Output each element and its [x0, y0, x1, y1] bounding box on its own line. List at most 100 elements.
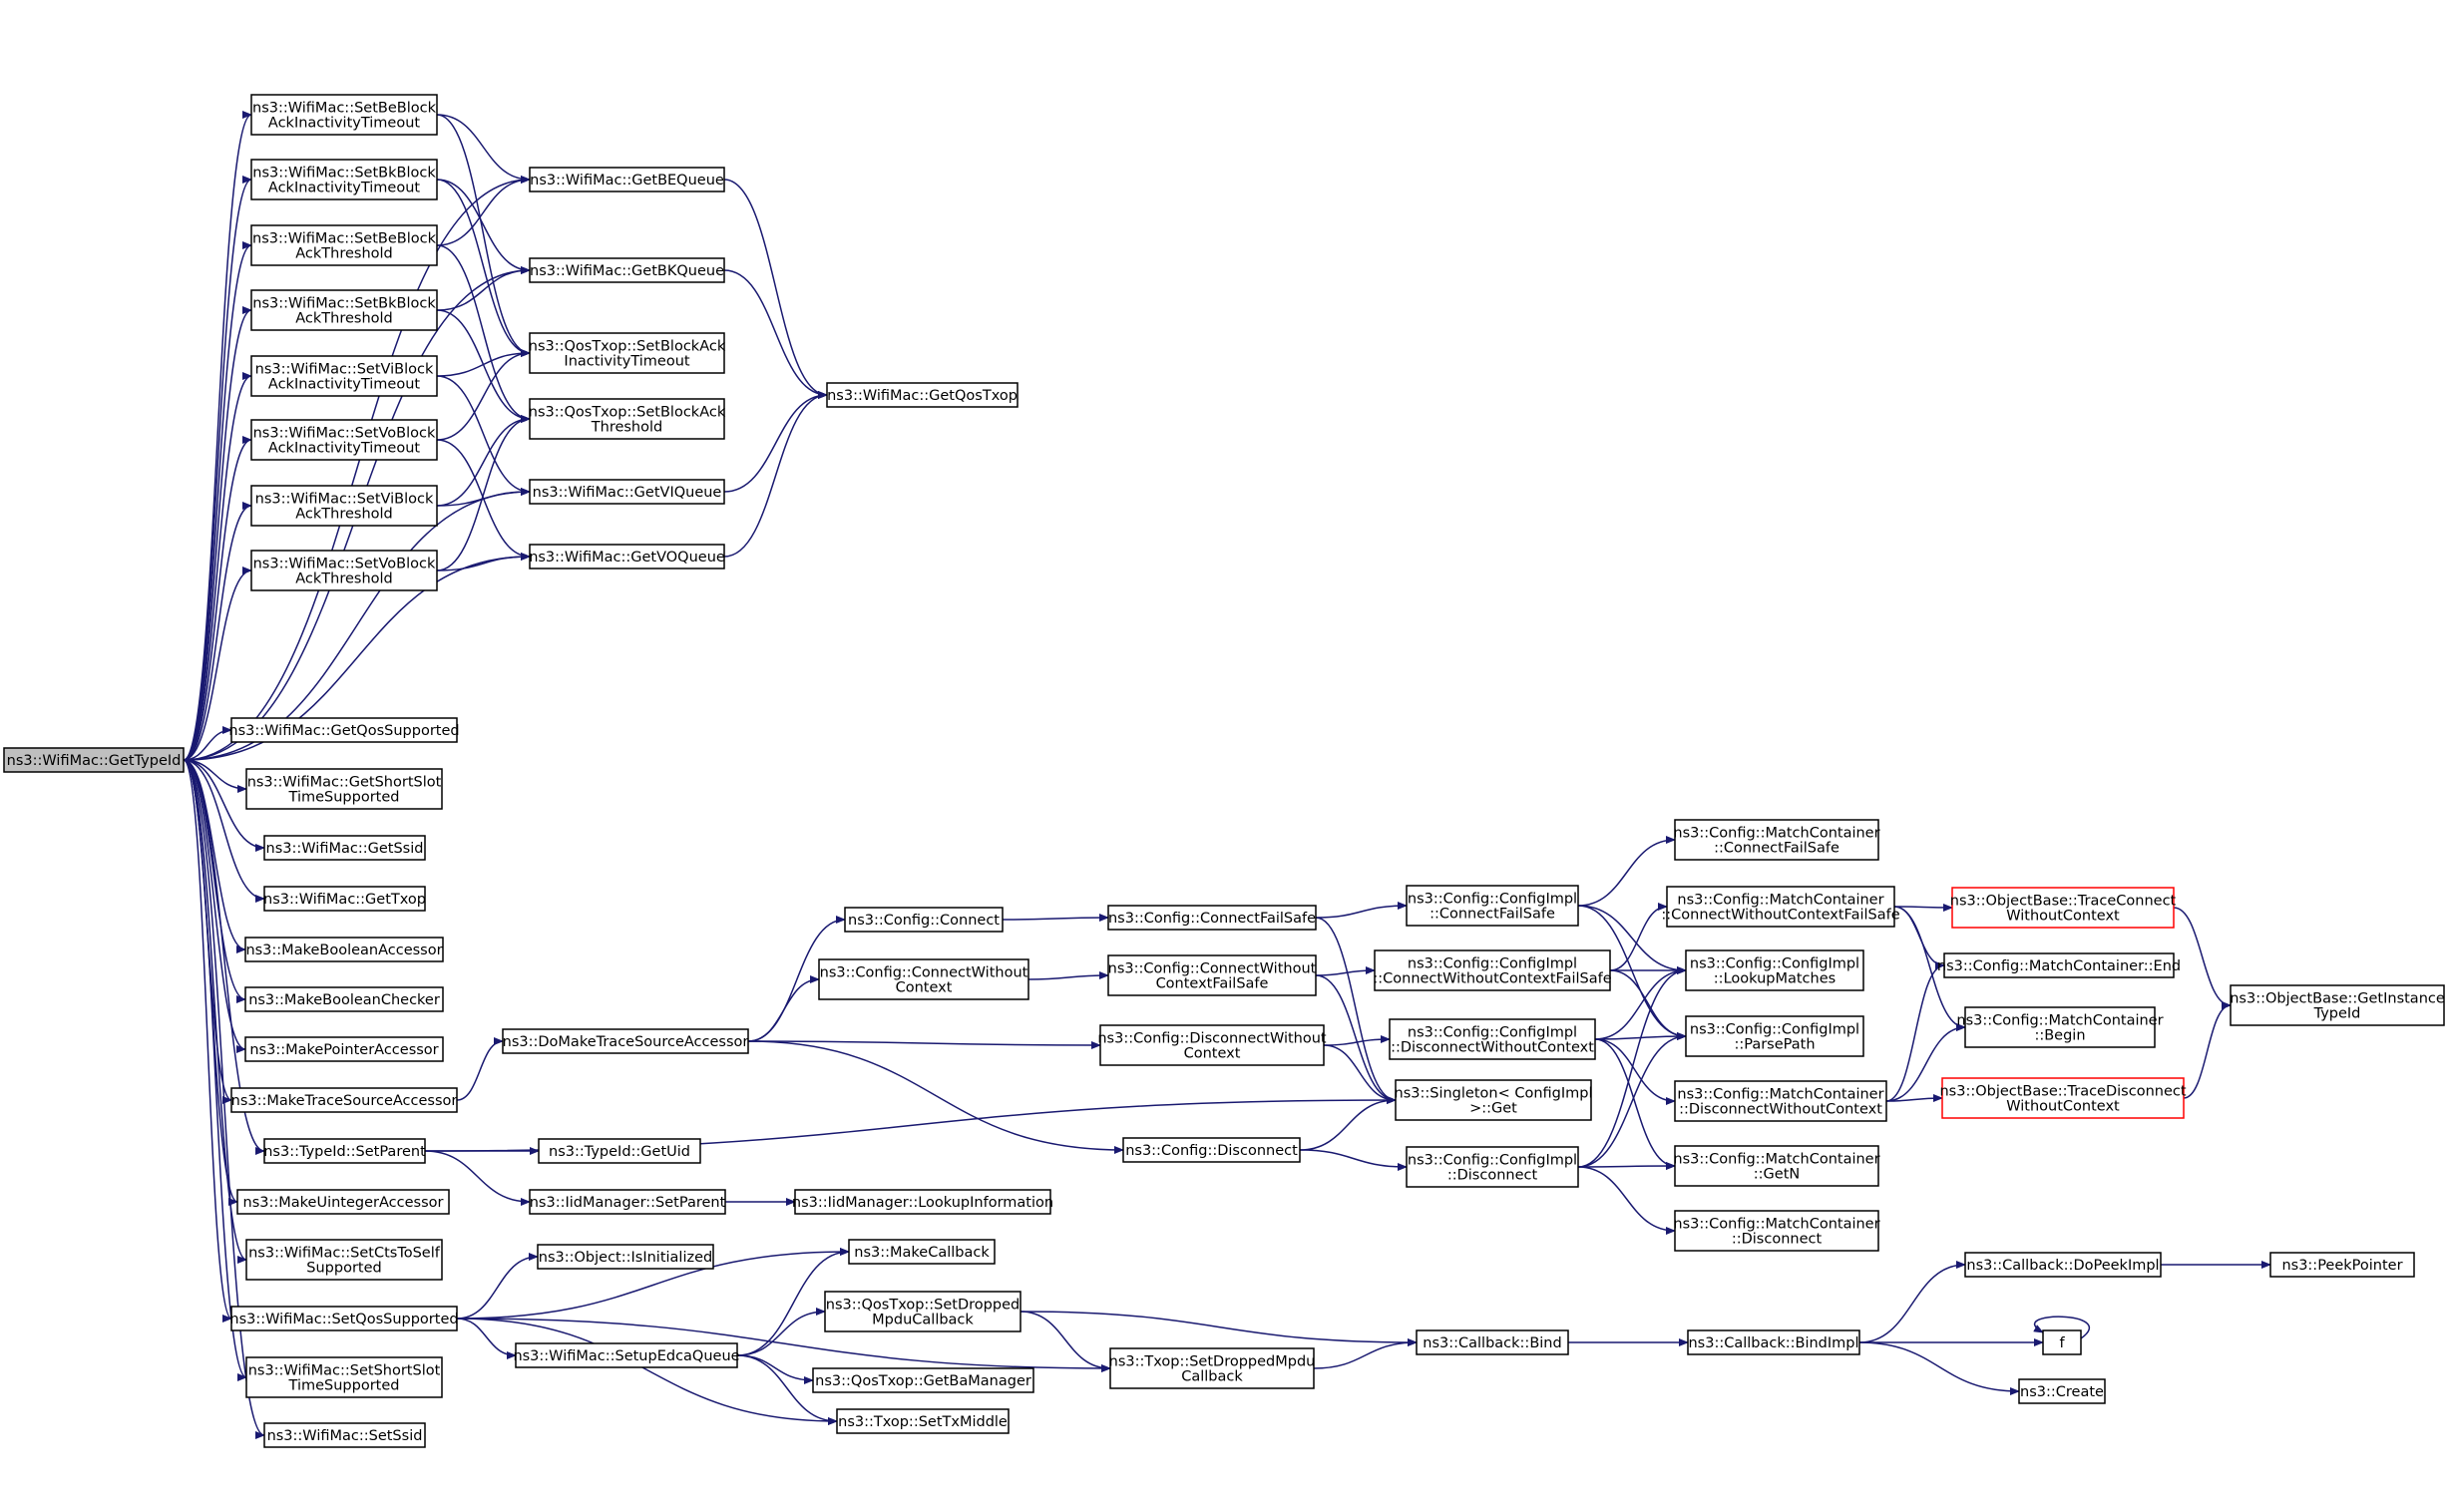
node-set-ssid[interactable]: ns3::WifiMac::SetSsid [263, 1422, 426, 1448]
node-impl-connect-fail-safe[interactable]: ns3::Config::ConfigImpl::ConnectFailSafe [1406, 885, 1579, 927]
node-make-trace-source-accessor[interactable]: ns3::MakeTraceSourceAccessor [230, 1087, 458, 1113]
node-label-line: ns3::Txop::SetTxMiddle [838, 1414, 1008, 1430]
node-config-disconnect-without-context[interactable]: ns3::Config::DisconnectWithoutContext [1097, 1024, 1327, 1066]
edge-impl-disconnect-to-impl-parse-path [1577, 1032, 1687, 1168]
node-label-line: ns3::ObjectBase::GetInstance [2230, 991, 2445, 1007]
node-type-id-set-parent[interactable]: ns3::TypeId::SetParent [263, 1138, 426, 1164]
node-iid-manager-lookup-information[interactable]: ns3::IidManager::LookupInformation [792, 1189, 1053, 1215]
node-type-id-get-uid[interactable]: ns3::TypeId::GetUid [538, 1138, 701, 1164]
node-mc-disconnect-without-context[interactable]: ns3::Config::MatchContainer::DisconnectW… [1674, 1080, 1887, 1122]
node-callback-do-peek-impl[interactable]: ns3::Callback::DoPeekImpl [1964, 1252, 2162, 1278]
node-create[interactable]: ns3::Create [2018, 1378, 2106, 1404]
node-callback-bind[interactable]: ns3::Callback::Bind [1416, 1329, 1569, 1355]
nodes-layer: ns3::WifiMac::GetTypeIdns3::WifiMac::Set… [3, 94, 2445, 1448]
node-impl-connect-without-context-fail-safe[interactable]: ns3::Config::ConfigImpl::ConnectWithoutC… [1373, 949, 1612, 991]
node-object-is-initialized[interactable]: ns3::Object::IsInitialized [537, 1244, 714, 1270]
node-get-qos-supported[interactable]: ns3::WifiMac::GetQosSupported [228, 717, 460, 743]
edge-set-qos-supported-to-txop-set-tx-middle [456, 1318, 838, 1425]
node-get-bequeue[interactable]: ns3::WifiMac::GetBEQueue [529, 167, 725, 192]
edge-set-vo-block-ack-inactivity-timeout-to-qos-set-block-ack-inactivity-timeout [436, 349, 531, 441]
node-mc-connect-fail-safe[interactable]: ns3::Config::MatchContainer::ConnectFail… [1673, 819, 1880, 861]
node-impl-disconnect[interactable]: ns3::Config::ConfigImpl::Disconnect [1406, 1146, 1579, 1188]
node-singleton-get[interactable]: ns3::Singleton< ConfigImpl>::Get [1395, 1079, 1593, 1121]
node-box [250, 159, 438, 200]
node-impl-disconnect-without-context[interactable]: ns3::Config::ConfigImpl::DisconnectWitho… [1389, 1018, 1596, 1060]
node-peek-pointer[interactable]: ns3::PeekPointer [2269, 1252, 2415, 1278]
node-label-line: ns3::TypeId::SetParent [263, 1144, 426, 1160]
edge-root-to-set-vi-block-ack-threshold [183, 502, 252, 761]
node-label-line: ns3::Config::ConfigImpl [1690, 956, 1859, 972]
node-config-connect-without-context-fail-safe[interactable]: ns3::Config::ConnectWithoutContextFailSa… [1107, 954, 1317, 996]
node-set-be-block-ack-inactivity-timeout[interactable]: ns3::WifiMac::SetBeBlockAckInactivityTim… [250, 94, 438, 136]
node-box [245, 768, 443, 810]
node-set-vi-block-ack-inactivity-timeout[interactable]: ns3::WifiMac::SetViBlockAckInactivityTim… [250, 355, 438, 397]
node-f[interactable]: f [2042, 1329, 2082, 1355]
node-impl-lookup-matches[interactable]: ns3::Config::ConfigImpl::LookupMatches [1685, 949, 1864, 991]
node-mc-connect-without-context-fail-safe[interactable]: ns3::Config::MatchContainer::ConnectWith… [1661, 886, 1900, 928]
node-make-uinteger-accessor[interactable]: ns3::MakeUintegerAccessor [236, 1189, 450, 1215]
node-mc-end[interactable]: ns3::Config::MatchContainer::End [1937, 952, 2181, 978]
edge-root-to-set-vo-block-ack-threshold [183, 567, 252, 761]
node-get-voqueue[interactable]: ns3::WifiMac::GetVOQueue [529, 544, 725, 569]
node-box [818, 958, 1029, 1000]
node-get-viqueue[interactable]: ns3::WifiMac::GetVIQueue [529, 479, 725, 505]
node-do-make-trace-source-accessor[interactable]: ns3::DoMakeTraceSourceAccessor [502, 1028, 749, 1054]
node-make-callback[interactable]: ns3::MakeCallback [848, 1239, 996, 1265]
node-box [502, 1028, 749, 1054]
node-mc-get-n[interactable]: ns3::Config::MatchContainer::GetN [1673, 1145, 1880, 1187]
node-label-line: Callback [1181, 1369, 1243, 1385]
node-box [1674, 1210, 1879, 1252]
node-callback-bind-impl[interactable]: ns3::Callback::BindImpl [1687, 1329, 1860, 1355]
node-get-bkqueue[interactable]: ns3::WifiMac::GetBKQueue [529, 257, 725, 283]
edge-config-connect-without-context-fail-safe-to-impl-connect-without-context-fail-safe [1315, 966, 1376, 976]
node-set-vo-block-ack-inactivity-timeout[interactable]: ns3::WifiMac::SetVoBlockAckInactivityTim… [250, 419, 438, 461]
node-box [250, 419, 438, 461]
edge-setup-edca-queue-to-qos-set-dropped-mpdu-callback [736, 1308, 826, 1356]
node-make-boolean-checker[interactable]: ns3::MakeBooleanChecker [244, 986, 444, 1012]
node-config-disconnect[interactable]: ns3::Config::Disconnect [1122, 1137, 1301, 1163]
node-box [230, 1087, 458, 1113]
node-txop-set-tx-middle[interactable]: ns3::Txop::SetTxMiddle [836, 1408, 1010, 1434]
node-qos-set-block-ack-inactivity-timeout[interactable]: ns3::QosTxop::SetBlockAckInactivityTimeo… [529, 332, 726, 374]
node-get-txop[interactable]: ns3::WifiMac::GetTxop [263, 886, 426, 912]
node-iid-manager-set-parent[interactable]: ns3::IidManager::SetParent [529, 1189, 726, 1215]
node-set-qos-supported[interactable]: ns3::WifiMac::SetQosSupported [229, 1306, 459, 1331]
node-make-pointer-accessor[interactable]: ns3::MakePointerAccessor [244, 1036, 444, 1062]
node-mc-begin[interactable]: ns3::Config::MatchContainer::Begin [1956, 1006, 2164, 1048]
node-label-line: TimeSupported [288, 1378, 400, 1394]
node-box [2018, 1378, 2106, 1404]
node-label-line: ns3::WifiMac::SetQosSupported [229, 1312, 458, 1327]
node-get-qos-txop[interactable]: ns3::WifiMac::GetQosTxop [826, 382, 1019, 408]
node-label-line: ns3::WifiMac::GetBEQueue [530, 173, 724, 189]
node-set-bk-block-ack-inactivity-timeout[interactable]: ns3::WifiMac::SetBkBlockAckInactivityTim… [250, 159, 438, 200]
node-config-connect-without-context[interactable]: ns3::Config::ConnectWithoutContext [818, 958, 1029, 1000]
edge-set-bk-block-ack-inactivity-timeout-to-qos-set-block-ack-inactivity-timeout [436, 179, 531, 357]
node-setup-edca-queue[interactable]: ns3::WifiMac::SetupEdcaQueue [513, 1342, 740, 1368]
node-get-ssid[interactable]: ns3::WifiMac::GetSsid [263, 835, 426, 861]
node-label-line: ns3::WifiMac::SetBeBlock [252, 101, 437, 117]
node-mc-disconnect[interactable]: ns3::Config::MatchContainer::Disconnect [1673, 1210, 1880, 1252]
node-label-line: >::Get [1469, 1101, 1517, 1117]
node-label-line: ns3::Config::ConnectFailSafe [1108, 911, 1316, 927]
node-config-connect-fail-safe[interactable]: ns3::Config::ConnectFailSafe [1107, 905, 1317, 931]
node-trace-disconnect-without-context[interactable]: ns3::ObjectBase::TraceDisconnectWithoutC… [1939, 1077, 2187, 1119]
node-trace-connect-without-context[interactable]: ns3::ObjectBase::TraceConnectWithoutCont… [1950, 887, 2177, 929]
node-label-line: ns3::QosTxop::SetBlockAck [529, 405, 726, 421]
node-root[interactable]: ns3::WifiMac::GetTypeId [3, 747, 185, 773]
node-config-connect[interactable]: ns3::Config::Connect [844, 907, 1004, 933]
node-make-boolean-accessor[interactable]: ns3::MakeBooleanAccessor [244, 937, 444, 962]
node-impl-parse-path[interactable]: ns3::Config::ConfigImpl::ParsePath [1685, 1015, 1864, 1057]
node-qos-get-ba-manager[interactable]: ns3::QosTxop::GetBaManager [812, 1367, 1034, 1393]
node-label-line: ns3::WifiMac::SetCtsToSelf [248, 1246, 441, 1262]
